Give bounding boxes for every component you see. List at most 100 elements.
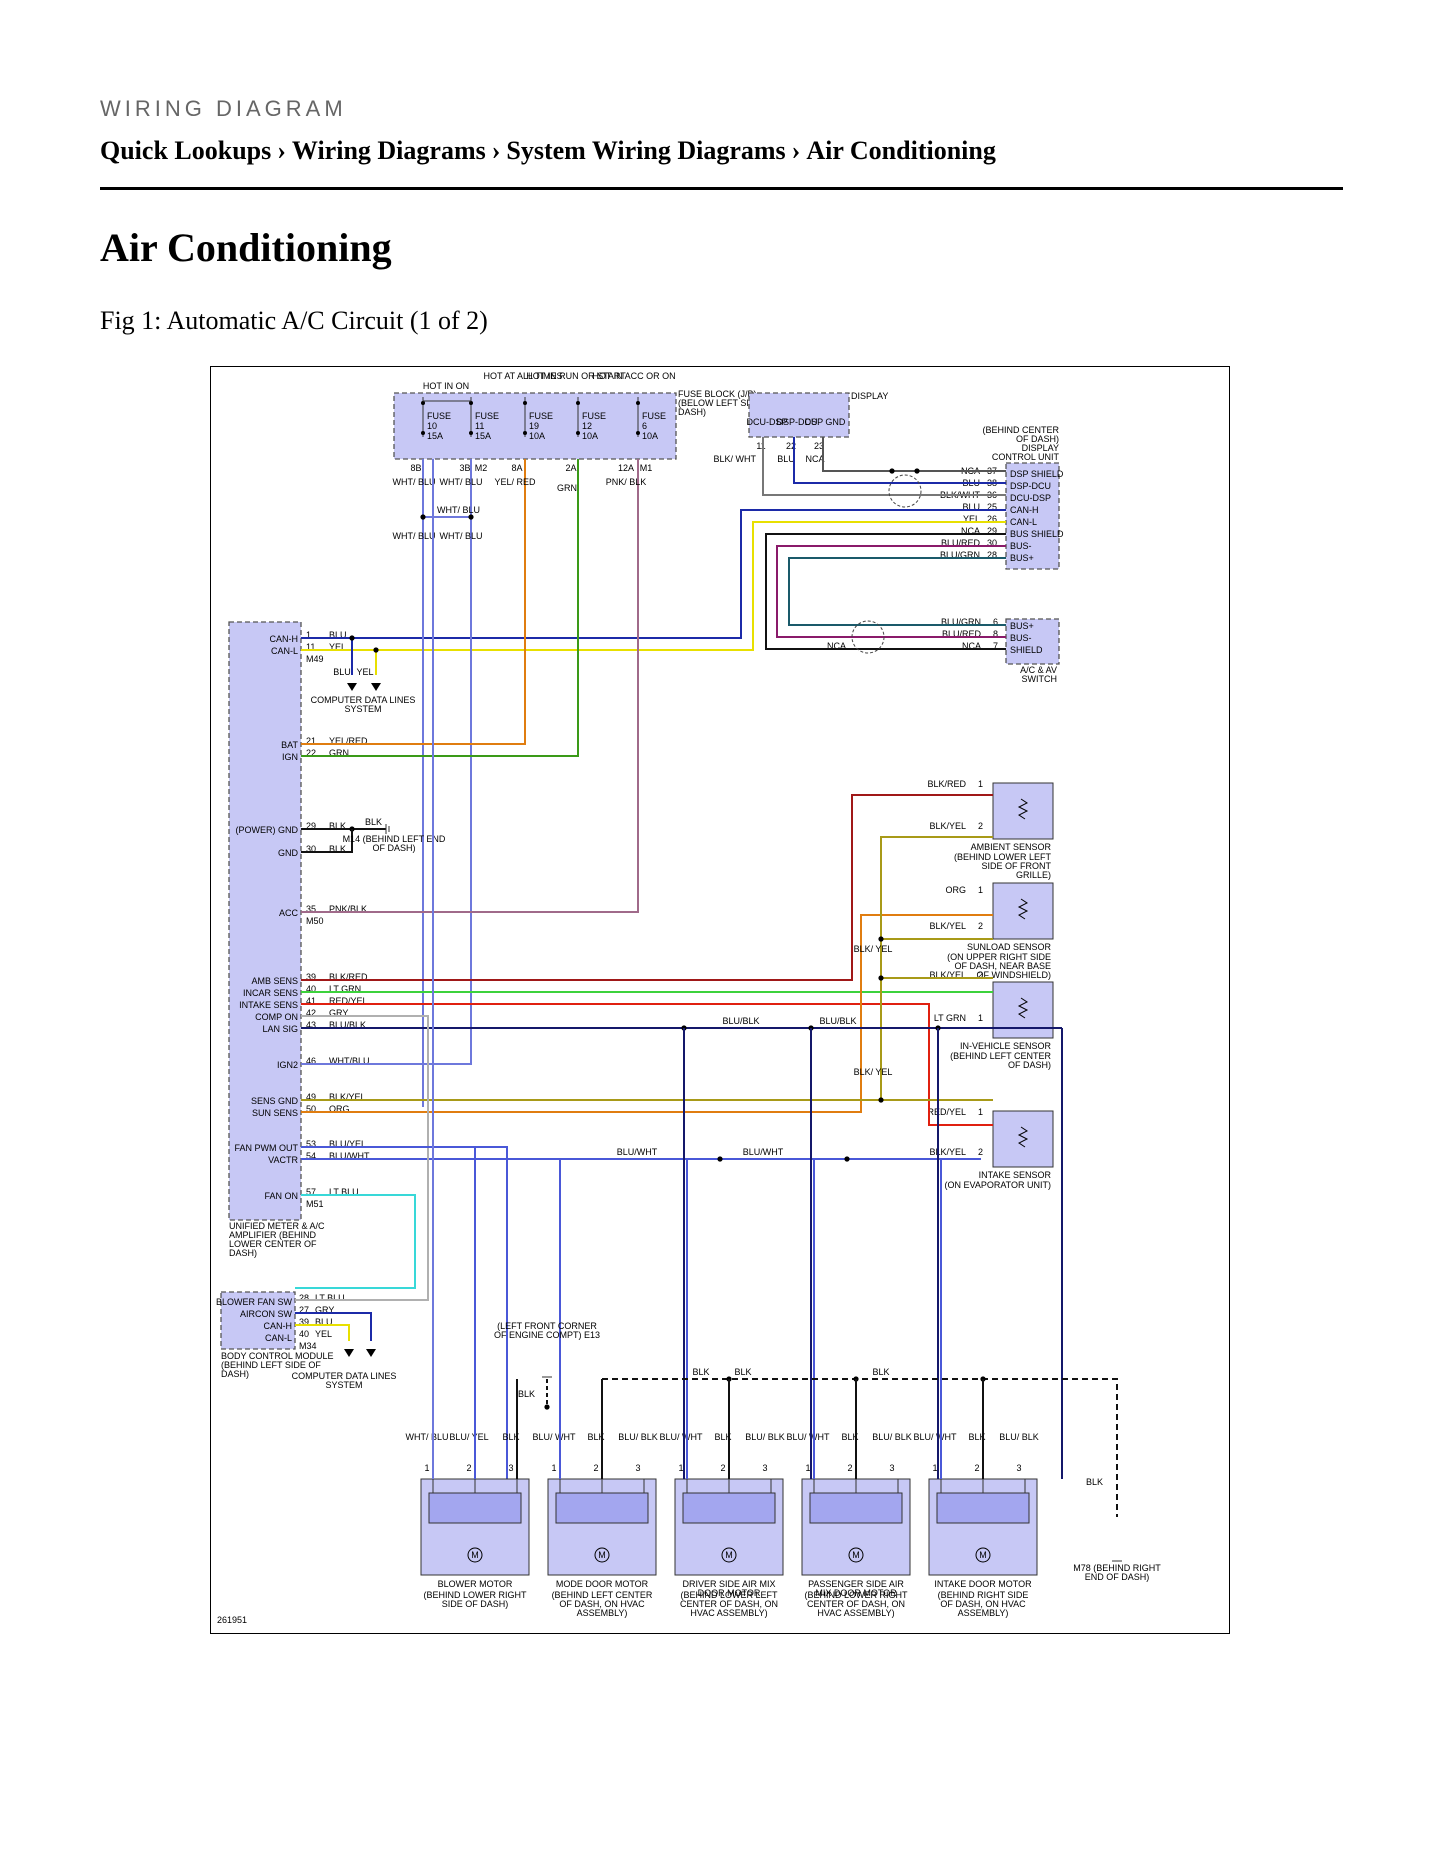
dcu-pin-number: 30: [987, 538, 997, 548]
amp-pin-name: INTAKE SENS: [239, 1000, 298, 1010]
amp-pin-name: GND: [278, 848, 299, 858]
motor-location: (BEHIND LEFT CENTER: [552, 1590, 653, 1600]
display-pin-name: DCU-DSP: [746, 417, 787, 427]
motor-name: MODE DOOR MOTOR: [556, 1579, 649, 1589]
sensor-symbol: [1017, 1126, 1029, 1148]
fuse-name: FUSE: [582, 411, 606, 421]
sensor-3: [992, 1110, 1054, 1168]
sensor-location: OF DASH, NEAR BASE: [954, 961, 1051, 971]
fuse-pin: 8A: [511, 463, 522, 473]
connector-id: M49: [306, 654, 324, 664]
wire-label: BLK: [714, 1432, 731, 1442]
motor-pin: 2: [847, 1463, 852, 1473]
wire-label: BLU/WHT: [329, 1151, 370, 1161]
motor-pin: 1: [932, 1463, 937, 1473]
splice-dot: [717, 1156, 723, 1162]
wire-label: WHT/ BLU: [437, 505, 480, 515]
fuse-rating: 10A: [582, 431, 598, 441]
av-pin-number: 7: [993, 641, 998, 651]
section-eyebrow: WIRING DIAGRAM: [100, 96, 347, 121]
wire-bcm-can-h: [295, 1312, 372, 1341]
motor-location: (BEHIND LOWER LEFT: [680, 1590, 778, 1600]
motor-symbol-text: M: [725, 1550, 733, 1560]
amp-pin-name: SENS GND: [251, 1096, 299, 1106]
breadcrumb-item-system-wiring-diagrams[interactable]: System Wiring Diagrams: [506, 136, 786, 165]
wire-label: BLK/ YEL: [854, 1067, 893, 1077]
display-module: [748, 392, 850, 438]
wire-bus-shield: [765, 533, 1006, 650]
breadcrumb-separator: ›: [791, 136, 801, 165]
sensor-name: IN-VEHICLE SENSOR: [960, 1041, 1052, 1051]
amp-pin-name: INCAR SENS: [243, 988, 298, 998]
wire-label: BLU/WHT: [617, 1147, 658, 1157]
amp-pin-number: 43: [306, 1020, 316, 1030]
amp-label: UNIFIED METER & A/C: [229, 1221, 325, 1231]
wire-sun-sens: [301, 914, 993, 1113]
wire-label: BLU/BLK: [819, 1016, 856, 1026]
fuse-terminal: [523, 401, 527, 405]
fuse-terminal: [421, 431, 425, 435]
wire-label: BLK/ YEL: [854, 944, 893, 954]
av-switch-label: SWITCH: [1022, 674, 1058, 684]
sensor-pin: 1: [978, 779, 983, 789]
breadcrumb-item-air-conditioning[interactable]: Air Conditioning: [806, 136, 996, 165]
sensor-pin: 2: [978, 821, 983, 831]
ground-label: (LEFT FRONT CORNER: [497, 1321, 597, 1331]
amp-label: DASH): [229, 1248, 257, 1258]
wire-label: BLK/YEL: [929, 821, 966, 831]
motor-pin: 3: [508, 1463, 513, 1473]
wire-label: BLU: [333, 667, 351, 677]
amp-pin-number: 29: [306, 821, 316, 831]
motor-symbol-text: M: [598, 1550, 606, 1560]
wire-label: BLU/ WHT: [786, 1432, 830, 1442]
amp-pin-name: CAN-L: [271, 646, 298, 656]
wire-label: BLK: [365, 817, 382, 827]
fuse-block-label: FUSE BLOCK (J/B): [678, 389, 757, 399]
motor-name: DOOR MOTOR: [698, 1588, 761, 1598]
amp-pin-number: 30: [306, 844, 316, 854]
amp-pin-number: 41: [306, 996, 316, 1006]
data-lines-label: COMPUTER DATA LINES: [311, 695, 416, 705]
display-label: DISPLAY: [851, 391, 888, 401]
amp-pin-number: 35: [306, 904, 316, 914]
fuse-pin: 8B: [410, 463, 421, 473]
dcu-pin-number: 25: [987, 502, 997, 512]
breadcrumb-item-wiring-diagrams[interactable]: Wiring Diagrams: [291, 136, 486, 165]
hot-label: HOT IN RUN OR START: [526, 371, 626, 381]
wire-label: GRY: [329, 1008, 348, 1018]
motor-body: [555, 1492, 649, 1524]
splice-dot: [878, 1097, 884, 1103]
splice-dot: [844, 1156, 850, 1162]
wire-label: BLK: [841, 1432, 858, 1442]
av-pin-name: BUS+: [1010, 621, 1034, 631]
sensor-pin: 1: [978, 885, 983, 895]
dcu-pin-number: 29: [987, 526, 997, 536]
fuse-pin: M1: [640, 463, 653, 473]
sensor-pin: 2: [978, 1147, 983, 1157]
wire-bat: [301, 459, 526, 745]
wire-label: BLK: [692, 1367, 709, 1377]
wire-label: BLU/ WHT: [659, 1432, 703, 1442]
wire-gnd: [301, 829, 353, 853]
display-pin-number: 11: [756, 441, 765, 451]
amp-pin-number: 21: [306, 736, 316, 746]
fuse-block: [393, 392, 677, 460]
wire-label: LT GRN: [329, 984, 361, 994]
breadcrumb-item-quick-lookups[interactable]: Quick Lookups: [100, 136, 272, 165]
wire-label: YEL/ RED: [494, 477, 536, 487]
wire-can-l: [301, 521, 1006, 651]
wire-label: BLU/ BLK: [999, 1432, 1039, 1442]
fuse-pin: 3B: [459, 463, 470, 473]
motor-symbol: [467, 1547, 483, 1563]
wire-label: BLK: [502, 1432, 519, 1442]
wire-label: BLK: [1086, 1477, 1103, 1487]
wire-label: NCA: [961, 526, 980, 536]
fuse-name: FUSE: [529, 411, 553, 421]
sensor-pin: 1: [978, 1107, 983, 1117]
twisted-pair: [888, 474, 922, 508]
amp-pin-name: IGN2: [277, 1060, 298, 1070]
splice-dot: [349, 635, 355, 641]
motor-pin: 2: [974, 1463, 979, 1473]
wire-ign: [301, 459, 579, 757]
motor-name: INTAKE DOOR MOTOR: [934, 1579, 1032, 1589]
